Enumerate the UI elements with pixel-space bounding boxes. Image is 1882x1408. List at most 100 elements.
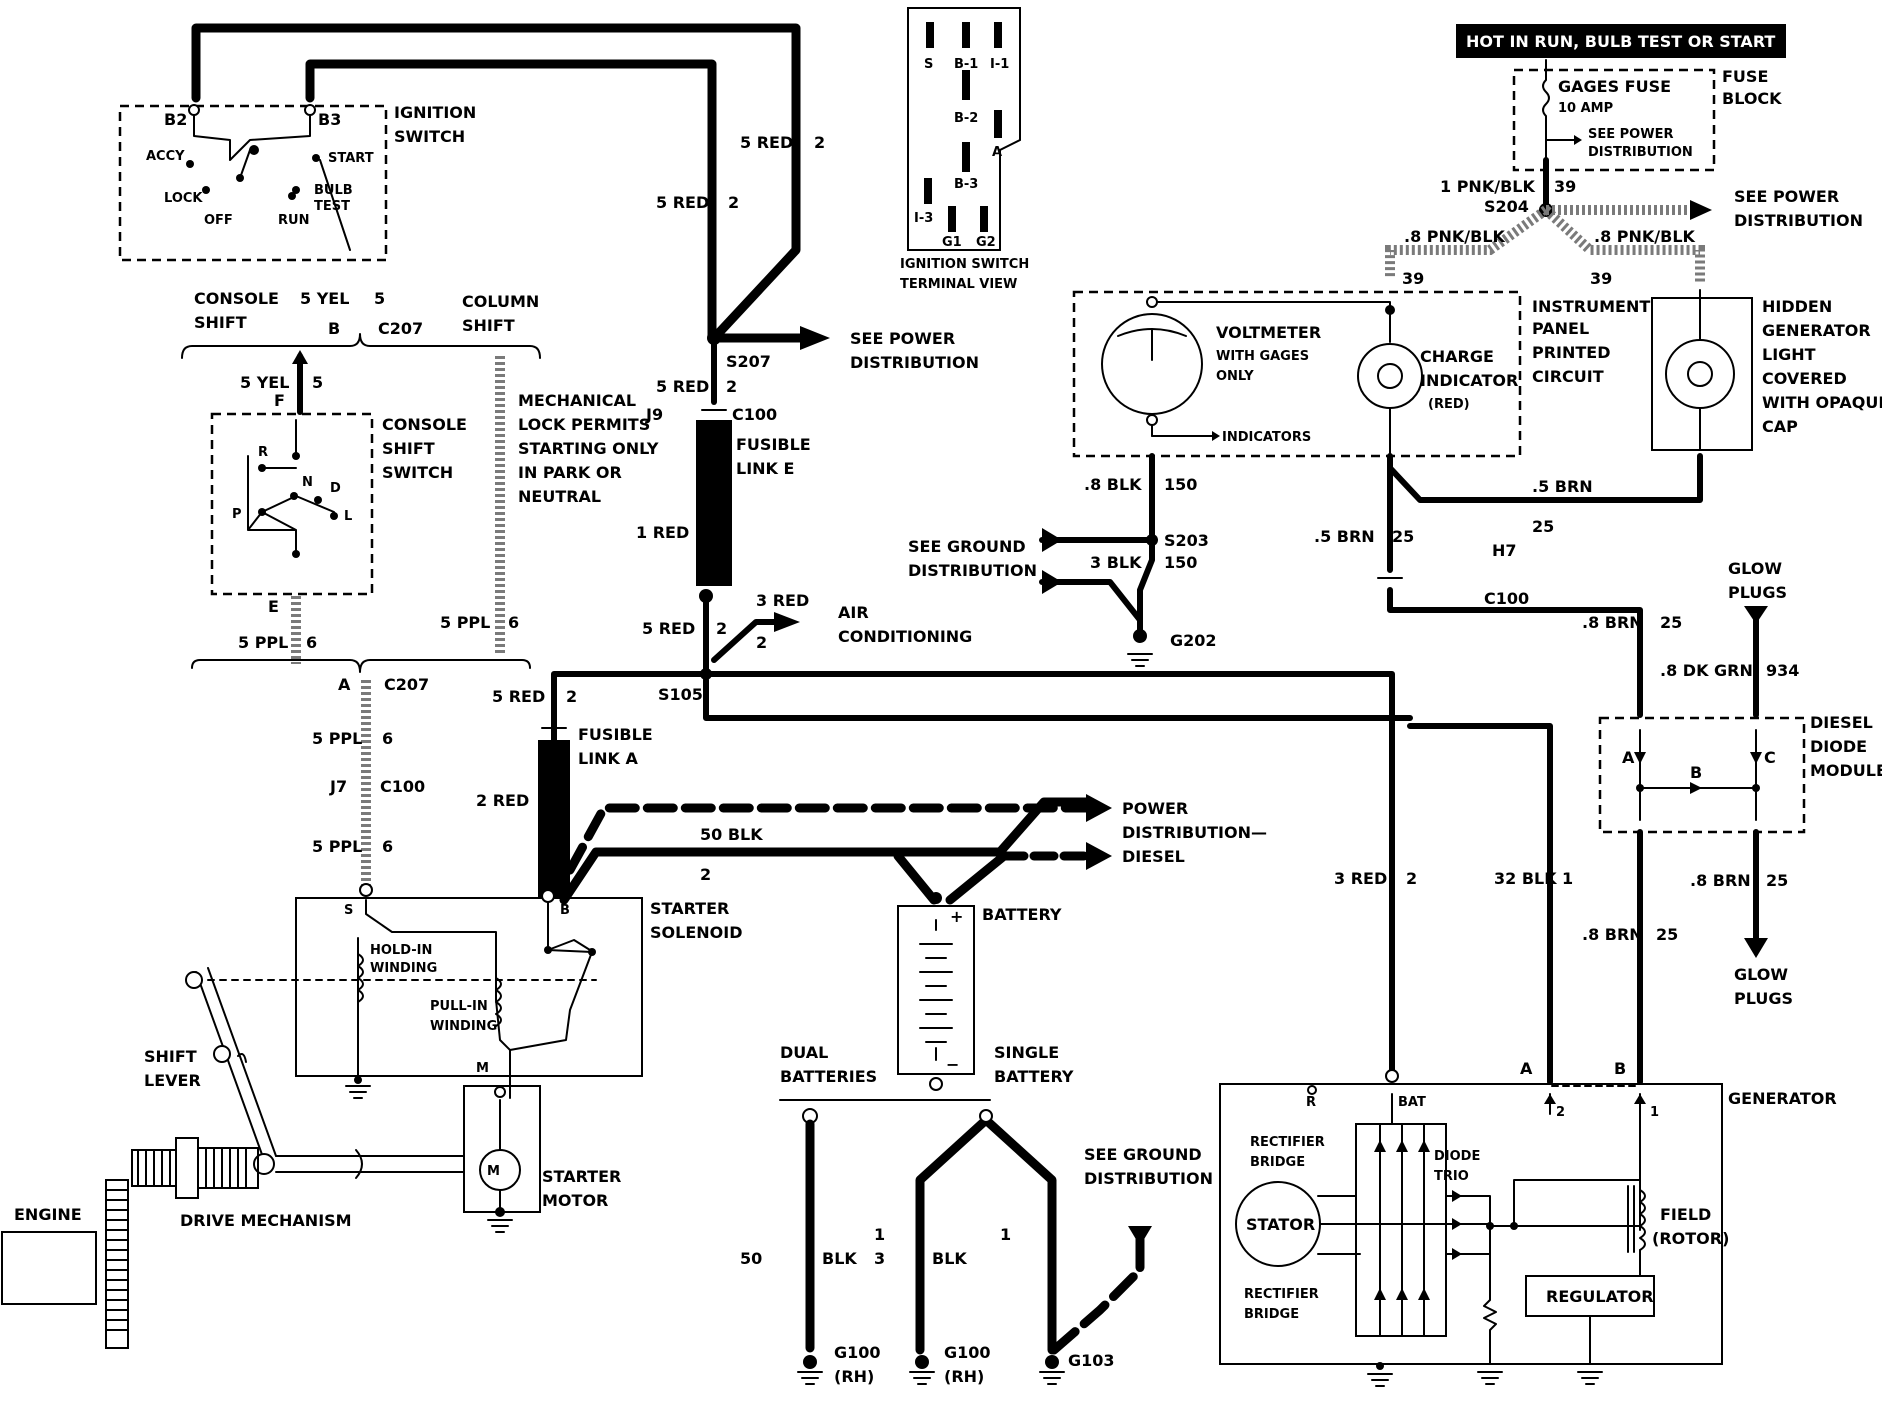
- wire-label: 5 PPL: [238, 633, 288, 652]
- diode-letter: C: [1764, 748, 1776, 767]
- ac-ref: CONDITIONING: [838, 627, 972, 646]
- field-label: (ROTOR): [1652, 1229, 1729, 1248]
- wire-label: 50: [740, 1249, 762, 1268]
- terminal-b2: B2: [164, 110, 187, 129]
- wire-label: 1: [1000, 1225, 1011, 1244]
- diode-trio-label: DIODE: [1434, 1149, 1480, 1164]
- console-shift-label: CONSOLE: [194, 289, 279, 308]
- hidden-light-label: LIGHT: [1762, 345, 1816, 364]
- switch-position: BULB: [314, 183, 353, 198]
- wire-label: 5 PPL: [312, 729, 362, 748]
- wire-label: 39: [1590, 269, 1612, 288]
- single-battery-label: SINGLE: [994, 1043, 1059, 1062]
- ground-g100: G100: [944, 1343, 991, 1362]
- ground-g100: G100: [834, 1343, 881, 1362]
- switch-position: ACCY: [146, 149, 185, 164]
- solenoid-terminal: M: [476, 1061, 489, 1076]
- diesel-diode-module: A B C DIESEL DIODE MODULE GLOW PLUGS .8 …: [1582, 559, 1882, 1085]
- fusible-link-e: LINK E: [736, 459, 794, 478]
- switch-position: LOCK: [164, 191, 203, 206]
- wire-label: 2: [716, 619, 727, 638]
- wire-label: 1: [874, 1225, 885, 1244]
- fuse-note: SEE POWER: [1588, 127, 1673, 142]
- wire-label: 25: [1392, 527, 1414, 546]
- wire-label: 2: [814, 133, 825, 152]
- panel-label: PRINTED: [1532, 343, 1611, 362]
- wire-label: 2: [700, 865, 711, 884]
- switch-position: RUN: [278, 213, 309, 228]
- fuse-block: GAGES FUSE 10 AMP SEE POWER DISTRIBUTION…: [1512, 59, 1782, 172]
- rectifier-label: RECTIFIER: [1250, 1135, 1325, 1150]
- wire-label: 3 BLK: [1090, 553, 1142, 572]
- wire-label: 5: [374, 289, 385, 308]
- gen-terminal: B: [1614, 1059, 1626, 1078]
- wire-label: 2: [728, 193, 739, 212]
- gear-letter: N: [302, 475, 313, 490]
- wire-label: 934: [1766, 661, 1799, 680]
- glow-plugs-label: GLOW: [1734, 965, 1788, 984]
- fuse-rating: 10 AMP: [1558, 101, 1613, 116]
- pull-in-winding-label: PULL-IN: [430, 999, 488, 1014]
- see-power-ref: SEE POWER: [850, 329, 955, 348]
- shift-lever-label: SHIFT: [144, 1047, 197, 1066]
- starter-motor: M STARTER MOTOR: [463, 1085, 621, 1233]
- term-label: A: [992, 145, 1002, 160]
- voltmeter-label: VOLTMETER: [1216, 323, 1321, 342]
- shift-lever-label: LEVER: [144, 1071, 201, 1090]
- wire-label: 25: [1766, 871, 1788, 890]
- term-label: B-1: [954, 57, 978, 72]
- generator-title: GENERATOR: [1728, 1089, 1837, 1108]
- splice-s204: S204: [1484, 197, 1529, 216]
- wire-label: .8 BRN: [1582, 613, 1643, 632]
- cavity-j9: J9: [645, 405, 663, 424]
- glow-plugs-label: PLUGS: [1734, 989, 1793, 1008]
- gen-terminal: BAT: [1398, 1095, 1426, 1110]
- term-label: I-3: [914, 211, 933, 226]
- battery-title: BATTERY: [982, 905, 1062, 924]
- fusible-link-e: FUSIBLE: [736, 435, 811, 454]
- diode-module-title: DIESEL: [1810, 713, 1873, 732]
- battery-ground-cables: 50 BLK 1 3 BLK 1 SEE GROUND DISTRIBUTION…: [740, 1108, 1213, 1386]
- dual-batteries-label: BATTERIES: [780, 1067, 877, 1086]
- wire-label: 39: [1402, 269, 1424, 288]
- wire-label: 5 RED: [642, 619, 695, 638]
- wire-label: 5 YEL: [300, 289, 349, 308]
- wire-label: 39: [1554, 177, 1576, 196]
- see-ground-ref: DISTRIBUTION: [908, 561, 1037, 580]
- rectifier-label: BRIDGE: [1250, 1155, 1305, 1170]
- wire-label: 1: [1562, 869, 1573, 888]
- diode-trio-label: TRIO: [1434, 1169, 1469, 1184]
- dual-batteries-label: DUAL: [780, 1043, 828, 1062]
- wire-label: 6: [382, 729, 393, 748]
- rectifier-label: BRIDGE: [1244, 1307, 1299, 1322]
- splice-s105: S105: [658, 685, 703, 704]
- wire-label: .8 BRN: [1582, 925, 1643, 944]
- hold-in-winding-label: WINDING: [370, 961, 437, 976]
- starter-solenoid-title: SOLENOID: [650, 923, 742, 942]
- hidden-light-label: HIDDEN: [1762, 297, 1832, 316]
- diode-module-title: DIODE: [1810, 737, 1867, 756]
- console-switch-title: SWITCH: [382, 463, 453, 482]
- wire-label: 5 YEL: [240, 373, 289, 392]
- starter-solenoid-title: STARTER: [650, 899, 729, 918]
- glow-plugs-label: GLOW: [1728, 559, 1782, 578]
- fusible-link-a-circuit: FUSIBLE LINK A 2 RED 50 BLK 2 POWER DIST…: [476, 725, 1267, 905]
- wire-label: 1 RED: [636, 523, 689, 542]
- wire-label: 6: [306, 633, 317, 652]
- diode-module-title: MODULE: [1810, 761, 1882, 780]
- see-power-ref: SEE POWER: [1734, 187, 1839, 206]
- splice-s203: S203: [1164, 531, 1209, 550]
- wire-label: 5 RED: [656, 193, 709, 212]
- hidden-generator-light: HIDDEN GENERATOR LIGHT COVERED WITH OPAQ…: [1651, 289, 1882, 451]
- ignition-terminal-view: S B-1 I-1 B-2 A B-3 I-3 G1 G2 IGNITION S…: [900, 7, 1029, 292]
- mech-lock-note: NEUTRAL: [518, 487, 601, 506]
- console-shift-label: SHIFT: [194, 313, 247, 332]
- wire-label: 25: [1532, 517, 1554, 536]
- wire-label: 2: [1406, 869, 1417, 888]
- mech-lock-note: MECHANICAL: [518, 391, 636, 410]
- wire-label: .8 PNK/BLK: [1404, 227, 1506, 246]
- wire-label: .8 BRN: [1690, 871, 1751, 890]
- term-label: I-1: [990, 57, 1009, 72]
- wire-label: 1 PNK/BLK: [1440, 177, 1535, 196]
- cavity-b: B: [328, 319, 340, 338]
